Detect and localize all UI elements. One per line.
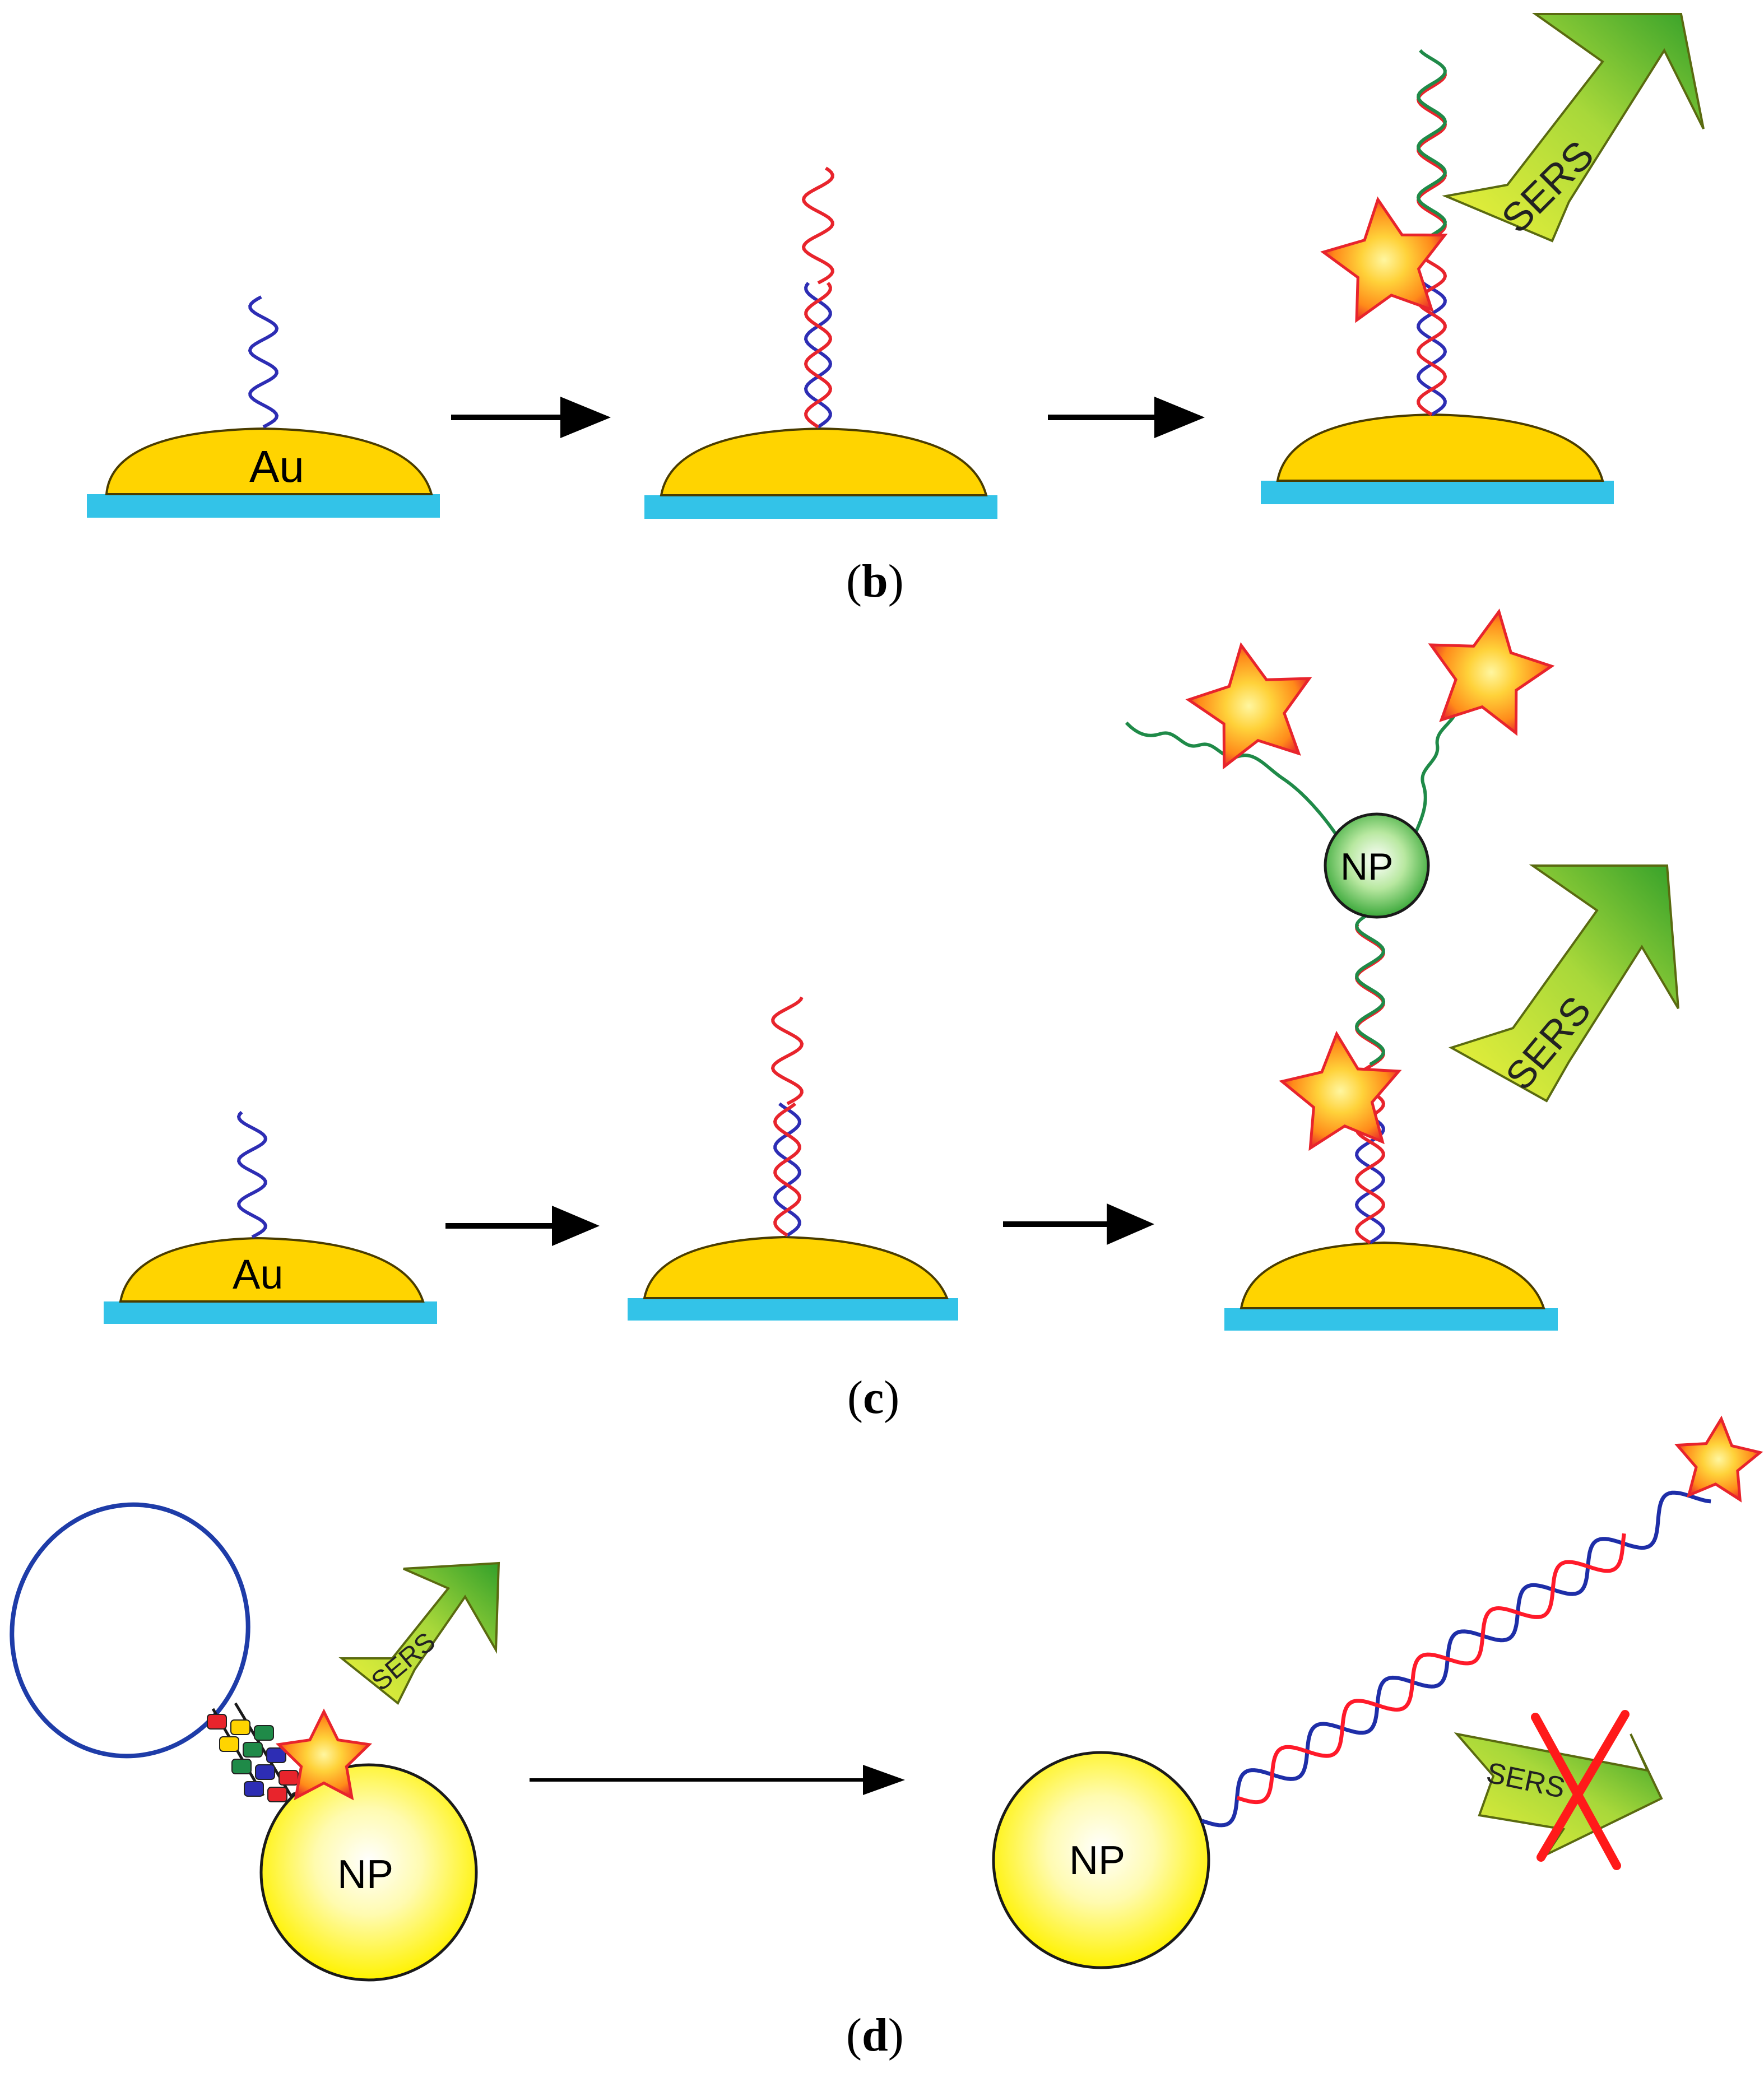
probe-strand [804,282,833,429]
arrow-b-1-head [560,397,611,438]
hairpin-probe-open: NP [992,1415,1763,1969]
raman-reporter-star [1428,608,1555,736]
np-green-nanoparticle [1324,812,1430,919]
panel-c-step-2 [628,996,958,1321]
probe-strand [1416,278,1447,416]
probe-strand [248,295,279,429]
np-yellow-nanoparticle [992,1751,1210,1969]
cross-mark [1531,1710,1630,1870]
panel-b-caption: (b) [846,555,904,607]
target-strand [773,1102,802,1237]
np-label: NP [1340,845,1393,888]
stem-base [267,1787,287,1802]
stem-base [231,1759,252,1774]
raman-reporter-star [1320,196,1448,323]
sers-arrow: SERS [338,1561,500,1705]
panel-d: NP SERS NP SERS (d) [10,1415,1763,2061]
reporter-strand [1416,49,1447,237]
substrate [104,1301,437,1324]
gold-island [119,1236,425,1303]
gold-island [643,1235,949,1299]
stem-base [266,1747,286,1763]
gold-island [1276,413,1604,482]
stem-base [244,1781,264,1797]
substrate [1224,1308,1558,1331]
target-strand-hybridized [1236,1533,1626,1805]
stem-base [230,1719,250,1735]
probe-strand-extended [1201,1490,1711,1828]
substrate [1261,481,1614,504]
raman-reporter-star [1279,1030,1402,1151]
au-label: Au [233,1251,284,1298]
stem-base [219,1736,239,1752]
arrow-c-1-head [552,1206,600,1246]
raman-reporter-star [1674,1415,1763,1503]
target-overhang [801,166,834,285]
panel-c-caption: (c) [847,1372,899,1424]
np-label: NP [1069,1838,1125,1883]
sers-arrow: SERS [1442,13,1705,243]
raman-reporter-star [275,1708,373,1801]
gold-island [105,427,433,495]
panel-b-step-2 [644,166,997,519]
panel-d-caption: (d) [846,2009,904,2061]
substrate [644,495,997,519]
panel-c-step-3: NP [1125,608,1558,1331]
sers-arrow-shape [1442,13,1705,243]
arrow-d-head [863,1765,905,1795]
stem-base [207,1714,227,1730]
reporter-strand [1354,903,1386,1066]
arrow-c-2-head [1107,1203,1154,1245]
au-label: Au [249,441,304,491]
sers-arrow-blocked: SERS [1454,1710,1663,1870]
hairpin-probe-closed: NP [10,1502,478,1982]
hairpin-loop [10,1502,250,1759]
probe-strand [236,1110,268,1239]
panel-c-step-1: Au [104,1110,437,1324]
gold-island [1240,1241,1545,1309]
probe-strand [773,1102,802,1237]
target-strand [804,282,833,429]
stem-base [278,1770,299,1786]
stem-base [243,1742,263,1758]
stem-base [254,1725,274,1741]
sers-arrow-shape [1448,864,1679,1103]
panel-b: Au SERS (b) [87,13,1705,607]
sers-arrow: SERS [1448,864,1679,1103]
raman-reporter-star [1185,642,1312,770]
substrate [87,494,440,518]
arrow-b-2-head [1154,397,1205,438]
target-overhang [770,996,804,1105]
np-yellow-nanoparticle [259,1763,478,1982]
substrate [628,1298,958,1321]
gold-island [660,427,988,496]
panel-b-step-1: Au [87,295,440,518]
np-label: NP [337,1852,393,1897]
panel-b-step-3 [1261,49,1614,504]
sers-arrow-shape [338,1561,500,1705]
panel-c: Au NP [104,608,1679,1424]
stem-base [255,1764,275,1780]
